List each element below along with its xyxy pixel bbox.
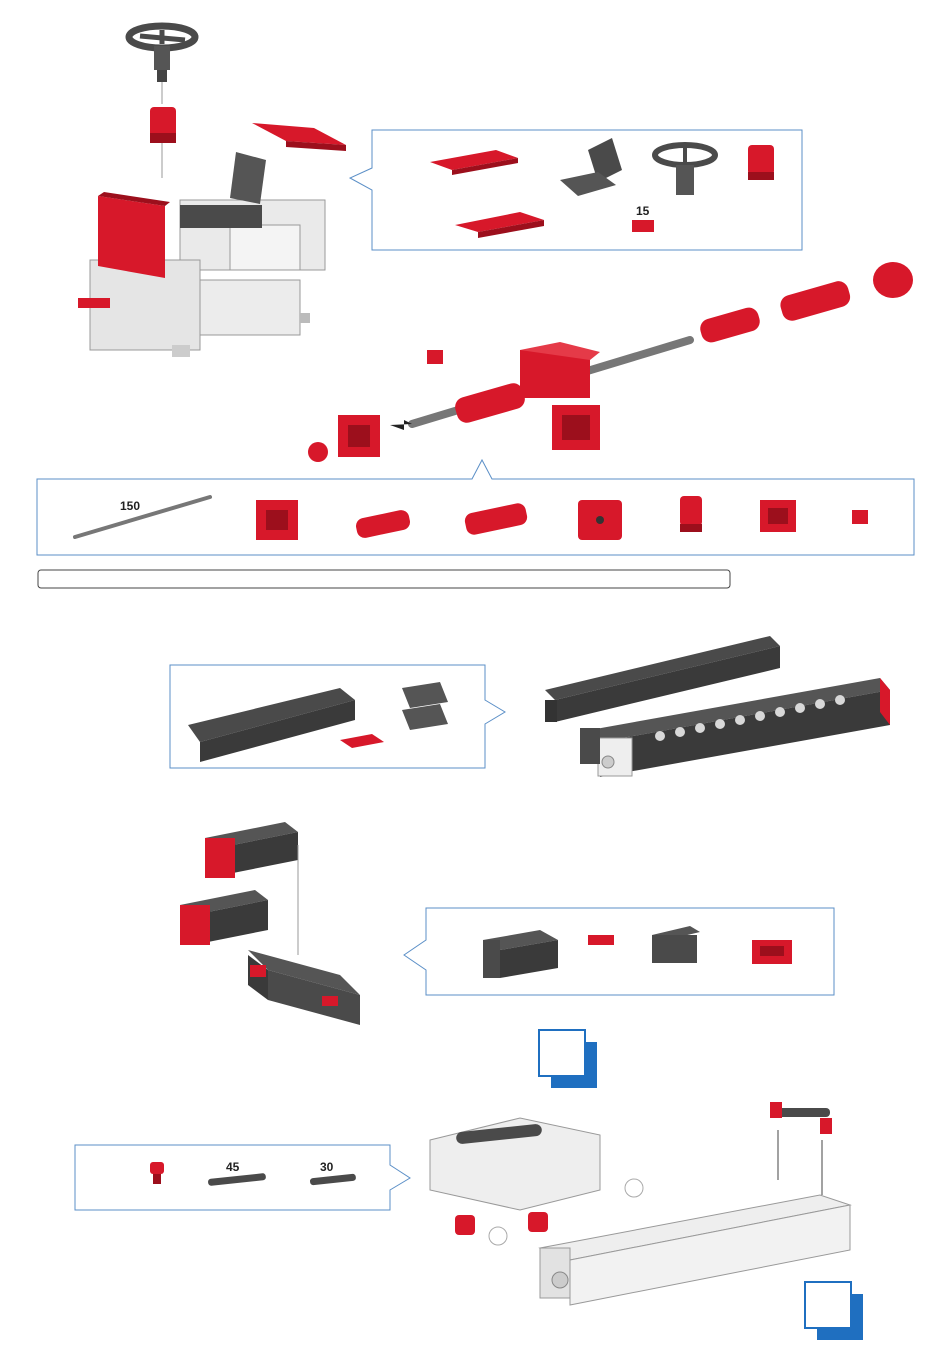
strut-30-label: 30 (320, 1160, 334, 1174)
red-windshield-part (98, 196, 165, 278)
seat-part (230, 152, 266, 204)
parts-callout-4 (404, 908, 834, 995)
parts-callout-1: 15 (350, 130, 802, 250)
assembly-frame (545, 636, 890, 777)
step-divider-bar (38, 570, 730, 588)
rod-150-label: 150 (120, 499, 140, 513)
parts-callout-5: 45 30 (75, 1145, 410, 1210)
assembly-chassis (430, 1102, 850, 1305)
steering-wheel-part (129, 26, 195, 82)
assembly-front-cab (78, 26, 346, 357)
parts-callout-3 (170, 665, 505, 768)
step-badge-bottom (805, 1282, 863, 1340)
red-plate-part (252, 123, 346, 145)
parts-callout-2: 150 (37, 460, 914, 555)
assembly-worm-axle (308, 262, 913, 462)
assembly-guide-blocks (180, 822, 360, 1025)
rod-length-label: 15 (636, 204, 650, 218)
step-badge-top (539, 1030, 597, 1088)
strut-45-label: 45 (226, 1160, 240, 1174)
